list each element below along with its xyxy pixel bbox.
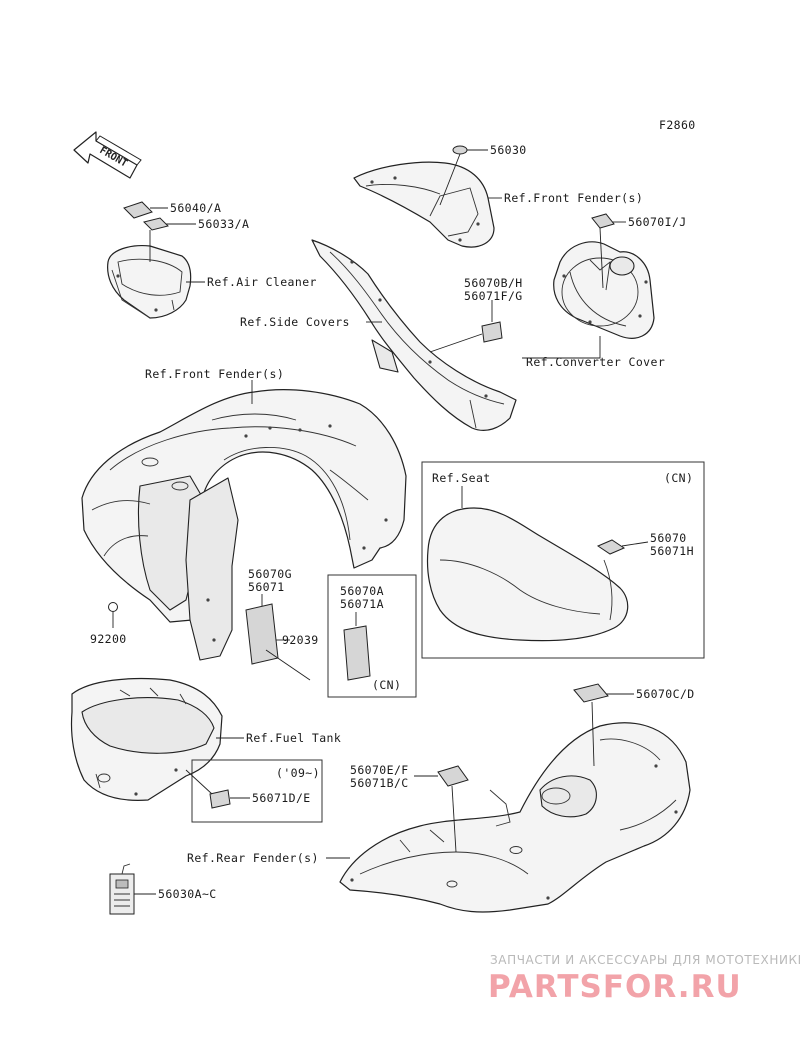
fuel-tank-part: [70, 677, 223, 801]
label-56071de: 56071D/E: [252, 791, 311, 805]
label-56040a: 56040/A: [170, 201, 221, 215]
label-56071h: 56071H: [650, 544, 694, 558]
air-cleaner-part: [107, 245, 192, 319]
label-56070ef: 56070E/F: [350, 763, 409, 777]
watermark-tagline: ЗАПЧАСТИ И АКСЕССУАРЫ ДЛЯ МОТОТЕХНИКИ: [490, 953, 800, 967]
front-fender-main-part: [81, 389, 407, 661]
label-ref-seat: Ref.Seat: [432, 471, 491, 485]
label-year-09: ('09~): [276, 766, 320, 780]
side-covers-part: [311, 239, 517, 431]
label-ref-front-fender-main: Ref.Front Fender(s): [145, 367, 284, 381]
decal-56071de: [209, 789, 231, 809]
front-fender-top-part: [353, 161, 495, 248]
label-56070bh: 56070B/H: [464, 276, 523, 290]
decal-56070a: [343, 625, 371, 681]
label-56070: 56070: [650, 531, 687, 545]
cn-decal-box: [327, 574, 417, 698]
label-92200: 92200: [90, 632, 127, 646]
converter-cover-part: [553, 241, 655, 339]
label-56071a: 56071A: [340, 597, 384, 611]
rear-fender-part: [339, 722, 691, 913]
label-56071: 56071: [248, 580, 285, 594]
label-56033a: 56033/A: [198, 217, 249, 231]
decal-56070ij: [591, 213, 615, 229]
decal-56070ef: [437, 765, 469, 787]
label-ref-rear-fender: Ref.Rear Fender(s): [187, 851, 319, 865]
tag-56030ac-icon: [109, 863, 135, 915]
label-56071fg: 56071F/G: [464, 289, 523, 303]
watermark-brand: PARTSFOR.RU: [488, 969, 742, 1005]
label-ref-converter-cover: Ref.Converter Cover: [526, 355, 665, 369]
label-ref-fuel-tank: Ref.Fuel Tank: [246, 731, 341, 745]
label-56070cd: 56070C/D: [636, 687, 695, 701]
figure-code: F2860: [659, 118, 696, 132]
seat-box: [421, 461, 705, 659]
label-56070ij: 56070I/J: [628, 215, 687, 229]
seat-part: [426, 507, 629, 642]
label-92039: 92039: [282, 633, 319, 647]
label-56030ac: 56030A~C: [158, 887, 217, 901]
label-56070g: 56070G: [248, 567, 292, 581]
decal-56040a: [123, 201, 153, 219]
label-ref-front-fender-top: Ref.Front Fender(s): [504, 191, 643, 205]
decal-56070cd: [573, 683, 609, 703]
label-56030: 56030: [490, 143, 527, 157]
label-ref-air-cleaner: Ref.Air Cleaner: [207, 275, 317, 289]
label-cn-box: (CN): [372, 678, 401, 692]
fuel-tank-decal-box: [191, 759, 323, 823]
decal-56070-seat: [596, 539, 626, 555]
decal-56070bh: [481, 321, 503, 343]
bolt-92200-icon: [108, 602, 118, 612]
decal-56030: [452, 145, 468, 155]
label-56070a: 56070A: [340, 584, 384, 598]
label-56071bc: 56071B/C: [350, 776, 409, 790]
decal-56033a: [143, 217, 169, 231]
label-ref-side-covers: Ref.Side Covers: [240, 315, 350, 329]
front-arrow-icon: FRONT: [73, 131, 142, 179]
label-cn-seat: (CN): [664, 471, 693, 485]
